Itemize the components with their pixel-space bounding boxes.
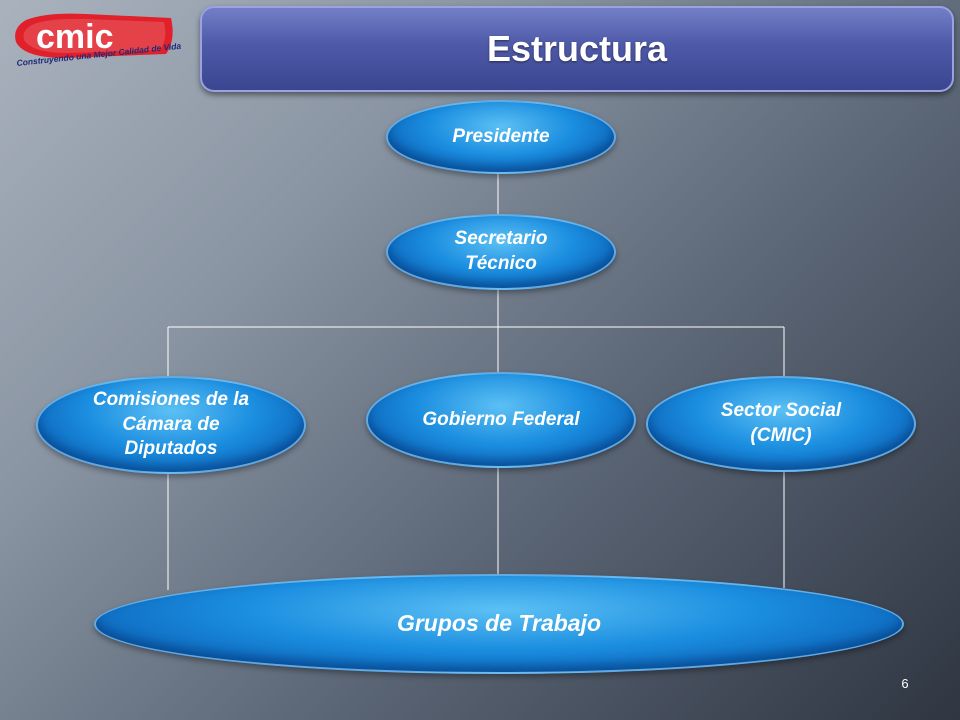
node-sector-social-label: Sector Social (CMIC) xyxy=(720,400,842,446)
node-comisiones-label: Comisiones de la Cámara de Diputados xyxy=(92,388,250,460)
node-secretario-label: Secretario Técnico xyxy=(454,228,548,274)
cmic-logo: cmic Construyendo una Mejor Calidad de V… xyxy=(6,10,186,90)
node-gobierno-federal: Gobierno Federal xyxy=(366,372,636,468)
node-gobierno-label: Gobierno Federal xyxy=(422,408,580,430)
node-secretario-tecnico: Secretario Técnico xyxy=(386,214,616,290)
logo-text: cmic xyxy=(36,18,114,56)
node-presidente: Presidente xyxy=(386,100,616,174)
node-grupos-de-trabajo: Grupos de Trabajo xyxy=(94,574,904,674)
page-number: 6 xyxy=(901,676,909,691)
node-grupos-label: Grupos de Trabajo xyxy=(396,610,602,637)
node-comisiones: Comisiones de la Cámara de Diputados xyxy=(36,376,306,474)
page-title: Estructura xyxy=(486,28,668,69)
node-presidente-label: Presidente xyxy=(452,125,550,147)
cmic-logo-mark: cmic xyxy=(15,13,173,59)
title-bar: Estructura xyxy=(200,6,954,92)
node-sector-social: Sector Social (CMIC) xyxy=(646,376,916,472)
